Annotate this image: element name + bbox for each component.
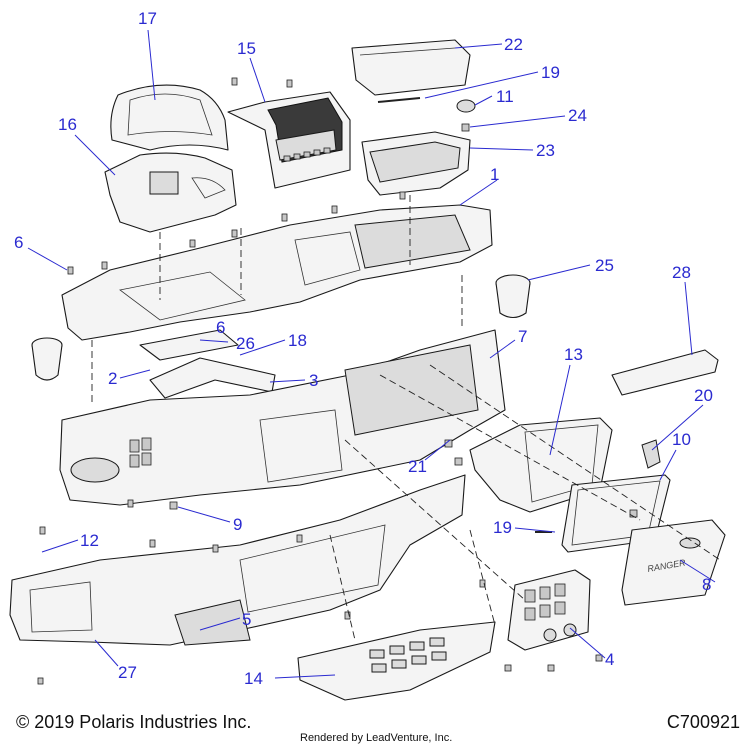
switch-panel-buttons [524, 583, 566, 621]
part-15-display-unit [227, 91, 351, 189]
callout-13: 13 [564, 345, 583, 364]
callout-6-left: 6 [14, 233, 23, 252]
callout-labels: 17 16 15 22 19 11 24 23 1 6 25 28 7 6 26… [14, 9, 713, 688]
kick-panel-vents [369, 637, 447, 673]
part-16-cluster-housing [104, 152, 237, 233]
callout-21: 21 [408, 457, 427, 476]
callout-24: 24 [568, 106, 587, 125]
assembly-lines [91, 195, 721, 641]
callout-11: 11 [496, 87, 514, 106]
callout-9: 9 [233, 515, 242, 534]
callout-17: 17 [138, 9, 157, 28]
cupholder-left [31, 337, 63, 381]
callout-2: 2 [108, 369, 117, 388]
callout-22: 22 [504, 35, 523, 54]
callout-5: 5 [242, 610, 251, 629]
part-23-storage-bin [361, 131, 471, 196]
callout-14: 14 [244, 669, 263, 688]
callout-leaders [27, 29, 716, 679]
callout-7: 7 [518, 327, 527, 346]
part-26-plate [139, 329, 239, 361]
part-14-kick-panel [297, 621, 496, 701]
callout-8: 8 [702, 575, 711, 594]
callout-10: 10 [672, 430, 691, 449]
part-7-main-dash [59, 329, 506, 506]
part-5-lower-dash [9, 474, 466, 646]
part-17-cluster-bezel [110, 84, 229, 151]
part-22-storage-lid [351, 39, 471, 96]
display-buttons [283, 147, 331, 162]
switch-bank [129, 437, 152, 468]
callout-25: 25 [595, 256, 614, 275]
callout-15: 15 [237, 39, 256, 58]
callout-16: 16 [58, 115, 77, 134]
callout-12: 12 [80, 531, 99, 550]
callout-27: 27 [118, 663, 137, 682]
callout-23: 23 [536, 141, 555, 160]
fasteners [37, 77, 638, 685]
callout-3: 3 [309, 371, 318, 390]
callout-19-bottom: 19 [493, 518, 512, 537]
part-20-latch [641, 439, 661, 469]
diagram-code: C700921 [666, 712, 740, 732]
callout-26: 26 [236, 334, 255, 353]
part-2-3-bracket [149, 357, 276, 399]
callout-1: 1 [490, 165, 499, 184]
part-8-glovebox-door: RANGER [621, 519, 726, 606]
callout-4: 4 [605, 650, 614, 669]
part-25-cupholder [495, 274, 531, 319]
callout-18: 18 [288, 331, 307, 350]
part-4-switch-panel [507, 569, 591, 651]
part-11-knob [456, 99, 476, 113]
callout-19-top: 19 [541, 63, 560, 82]
render-note: Rendered by LeadVenture, Inc. [300, 732, 453, 744]
part-19-fastener-top [377, 97, 421, 103]
part-1-upper-dash [61, 204, 493, 341]
part-24-clip [461, 123, 470, 132]
callout-6-center: 6 [216, 318, 225, 337]
callout-20: 20 [694, 386, 713, 405]
part-28-trim-strip [611, 349, 719, 396]
callout-28: 28 [672, 263, 691, 282]
copyright-text: © 2019 Polaris Industries Inc. [16, 712, 252, 732]
